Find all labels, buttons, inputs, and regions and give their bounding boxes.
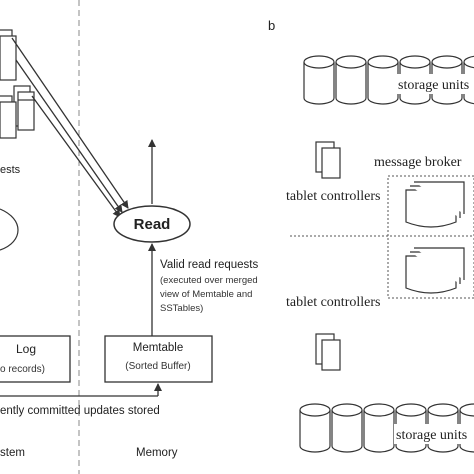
arrow-sstable-top-to-read (11, 37, 129, 209)
memtable-sub-label: (Sorted Buffer) (125, 361, 190, 372)
broker-queue-icon-bottom (405, 247, 465, 294)
message-broker-label: message broker (374, 155, 462, 170)
valid-read-line1: Valid read requests (160, 259, 258, 271)
tablet-controllers-label-1: tablet controllers (286, 189, 380, 204)
valid-read-line2: (executed over merged (160, 275, 258, 286)
tablet-controller-icon-bottom (315, 333, 341, 371)
arrow-sstable-top2-to-read (15, 59, 123, 213)
read-label: Read (134, 216, 171, 233)
log-sub-label: o records) (0, 364, 45, 375)
committed-updates-note: ently committed updates stored (0, 405, 160, 417)
partial-ellipse (0, 208, 19, 251)
storage-units-top-group (303, 55, 474, 105)
log-box (0, 335, 71, 383)
valid-read-line3: view of Memtable and (160, 289, 252, 300)
broker-queue-icon-top (405, 181, 465, 228)
valid-read-line4: SSTables) (160, 303, 203, 314)
memtable-label: Memtable (133, 342, 184, 354)
tablet-controllers-label-2: tablet controllers (286, 295, 380, 310)
tablet-controller-icon-top (315, 141, 341, 179)
storage-cylinder-bottom-3 (363, 403, 395, 453)
memory-label: Memory (136, 447, 178, 459)
storage-cylinder-bottom-1 (299, 403, 331, 453)
requests-fragment-label: ests (0, 164, 21, 176)
panel-letter-b: b (268, 18, 275, 33)
sstable-stack-top (0, 29, 17, 81)
log-label: Log (16, 342, 36, 356)
sstable-stack-middle (0, 85, 35, 139)
storage-units-top-label: storage units (398, 78, 469, 93)
storage-cylinder-bottom-2 (331, 403, 363, 453)
storage-units-top-label-bg (396, 74, 472, 94)
arrow-sstable-mid-to-read (31, 95, 121, 218)
bottom-left-label: stem (0, 447, 25, 459)
memtable-box (104, 335, 213, 383)
storage-units-bottom-label: storage units (396, 428, 467, 443)
storage-units-bottom-label-bg (394, 424, 472, 444)
storage-cylinder-top-1 (303, 55, 335, 105)
storage-cylinder-top-2 (335, 55, 367, 105)
storage-cylinder-top-3 (367, 55, 399, 105)
read-ellipse (113, 205, 191, 243)
